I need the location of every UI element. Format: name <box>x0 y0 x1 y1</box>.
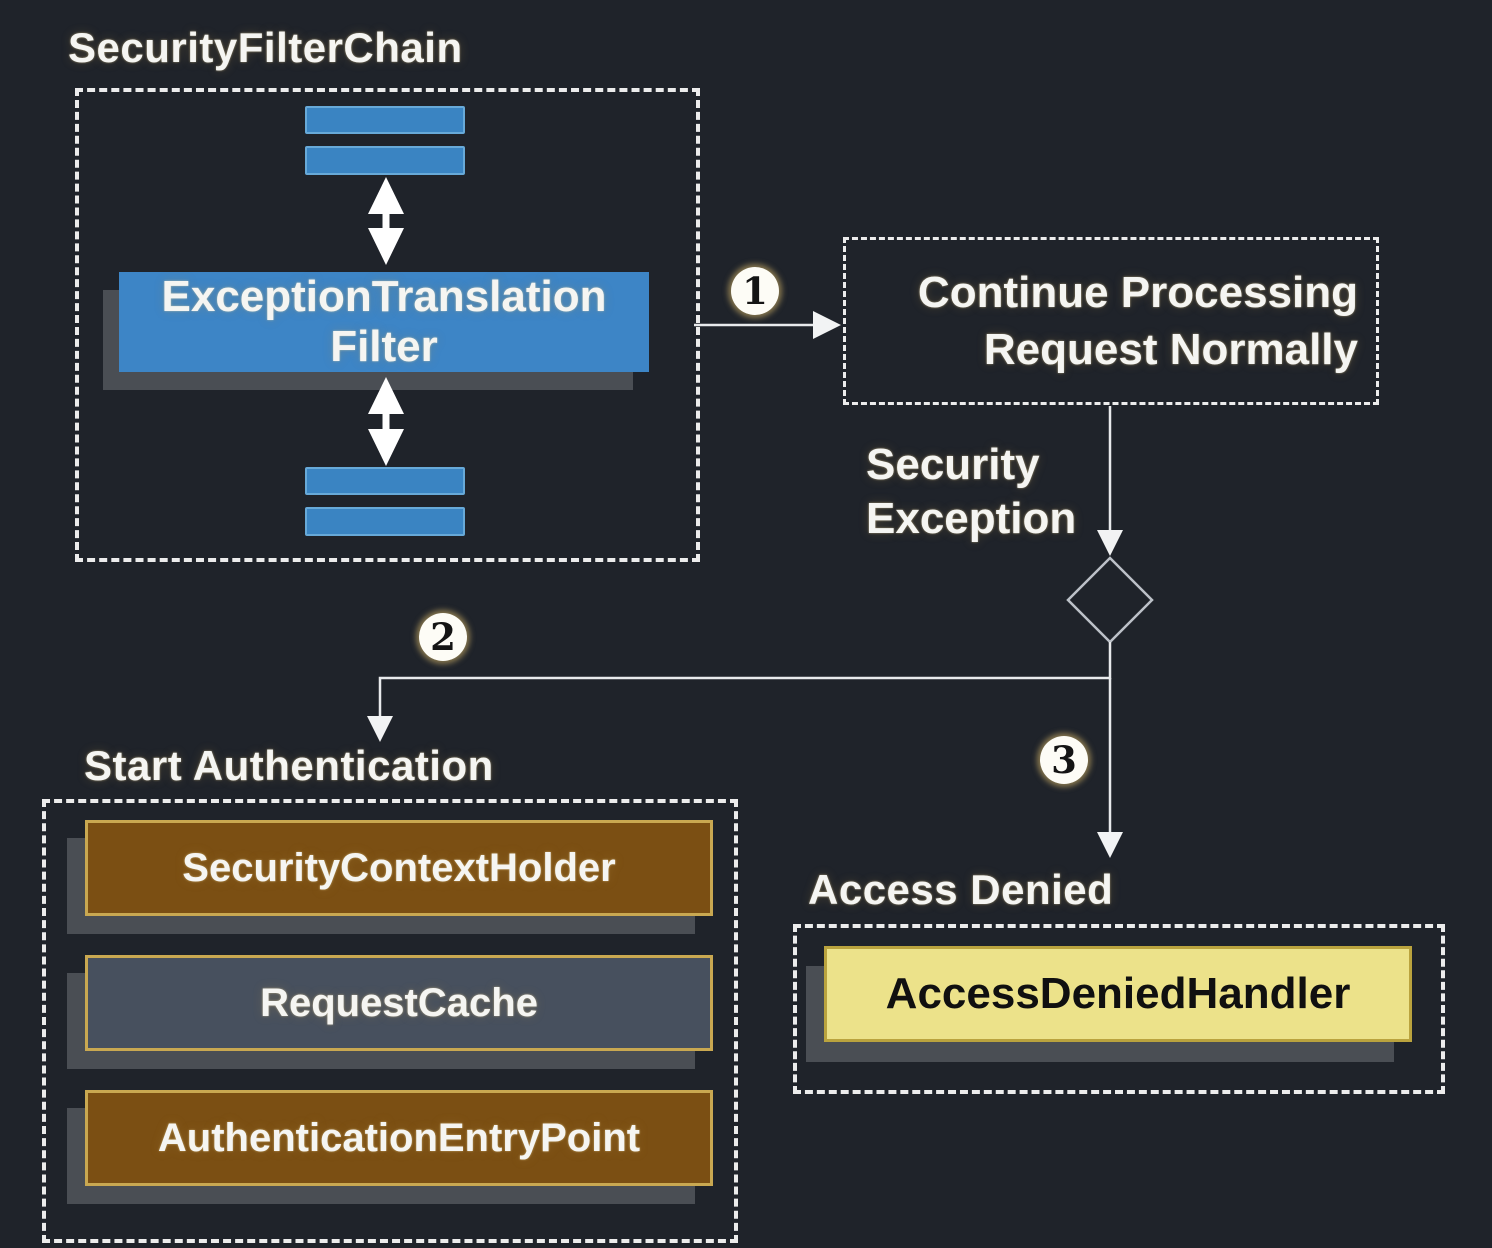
step2-arrow-head <box>367 716 393 742</box>
exception-translation-filter-label-line2: Filter <box>330 322 438 371</box>
access-denied-handler-node: AccessDeniedHandler <box>824 946 1412 1042</box>
step2-branch-line <box>378 642 1112 727</box>
continue-processing-line2: Request Normally <box>983 325 1358 374</box>
step1-arrow-head <box>813 311 841 339</box>
security-context-holder-label: SecurityContextHolder <box>182 845 616 890</box>
exception-translation-filter-label-line1: ExceptionTranslation <box>161 272 607 321</box>
access-denied-handler-label: AccessDeniedHandler <box>885 969 1351 1018</box>
security-exception-line2: Exception <box>866 494 1077 543</box>
filter-bar <box>305 467 465 495</box>
authentication-entry-point-label: AuthenticationEntryPoint <box>157 1115 641 1160</box>
request-cache-label: RequestCache <box>260 980 538 1025</box>
security-exception-label: Security Exception <box>866 438 1076 546</box>
request-cache-node: RequestCache <box>85 955 713 1051</box>
start-authentication-box <box>42 799 738 1243</box>
continue-processing-line1: Continue Processing <box>917 268 1358 317</box>
start-authentication-title: Start Authentication <box>84 742 494 789</box>
step2-badge: 2 <box>419 613 467 661</box>
security-filter-chain-title: SecurityFilterChain <box>68 24 463 71</box>
authentication-entry-point-node: AuthenticationEntryPoint <box>85 1090 713 1186</box>
access-denied-box <box>793 924 1445 1094</box>
continue-processing-box: Continue Processing Request Normally <box>843 237 1379 405</box>
security-exception-line1: Security <box>866 440 1040 489</box>
filter-bar <box>305 146 465 175</box>
step1-badge: 1 <box>731 267 779 315</box>
step3-badge: 3 <box>1040 736 1088 784</box>
security-exception-arrow-head <box>1097 530 1123 556</box>
filter-bar <box>305 106 465 134</box>
filter-bar <box>305 507 465 536</box>
decision-diamond <box>1066 556 1154 644</box>
step3-arrow-head <box>1097 832 1123 858</box>
security-context-holder-node: SecurityContextHolder <box>85 820 713 916</box>
exception-translation-filter-node: ExceptionTranslation Filter <box>119 272 649 372</box>
access-denied-title: Access Denied <box>808 866 1114 913</box>
